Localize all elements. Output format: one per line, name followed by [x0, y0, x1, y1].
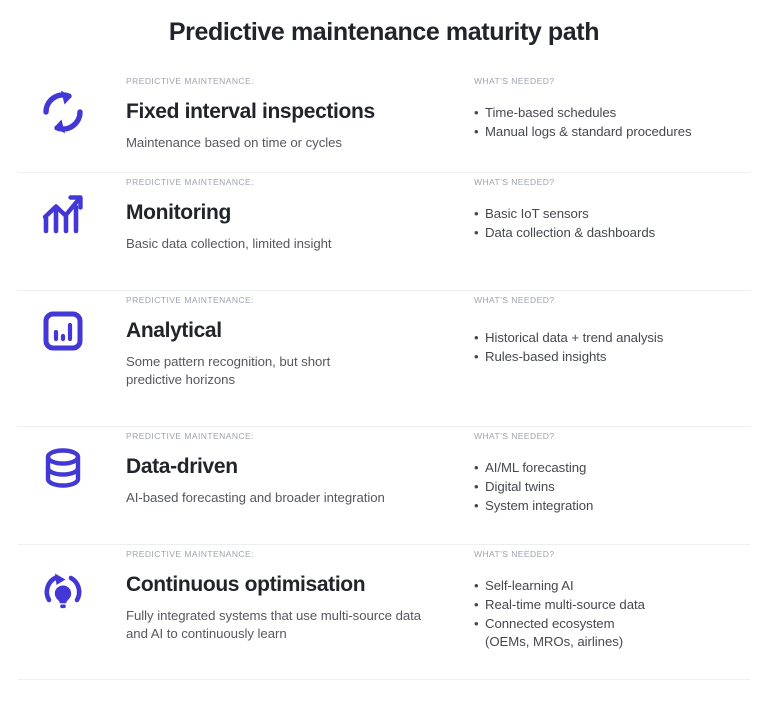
stage-row: PREDICTIVE MAINTENANCE: Fixed interval i… — [0, 72, 768, 172]
analytics-square-icon — [38, 306, 88, 356]
stage-icon-cell — [0, 173, 126, 239]
needs-item: Data collection & dashboards — [474, 224, 752, 243]
stage-needs-cell: WHAT'S NEEDED? Self-learning AI Real-tim… — [474, 545, 760, 652]
needs-list: Self-learning AI Real-time multi-source … — [474, 577, 752, 652]
needs-list: Time-based schedules Manual logs & stand… — [474, 104, 752, 141]
needs-item: Basic IoT sensors — [474, 205, 752, 224]
stage-eyebrow: PREDICTIVE MAINTENANCE: — [126, 431, 254, 441]
stage-text-cell: PREDICTIVE MAINTENANCE: Data-driven AI-b… — [126, 427, 474, 507]
row-divider — [18, 679, 750, 680]
stage-eyebrow: PREDICTIVE MAINTENANCE: — [126, 549, 254, 559]
stage-description: Maintenance based on time or cycles — [126, 135, 342, 151]
stage-description: AI-based forecasting and broader integra… — [126, 490, 385, 506]
stage-eyebrow: PREDICTIVE MAINTENANCE: — [126, 295, 254, 305]
stage-description: Some pattern recognition, but short pred… — [126, 354, 331, 388]
row-divider — [18, 290, 750, 291]
stage-needs-cell: WHAT'S NEEDED? AI/ML forecasting Digital… — [474, 427, 760, 515]
needs-header: WHAT'S NEEDED? — [474, 549, 555, 559]
stage-icon-cell — [0, 427, 126, 493]
page-title: Predictive maintenance maturity path — [168, 18, 600, 46]
stage-row: PREDICTIVE MAINTENANCE: Data-driven AI-b… — [0, 427, 768, 544]
stage-description: Basic data collection, limited insight — [126, 236, 332, 252]
stage-text-cell: PREDICTIVE MAINTENANCE: Analytical Some … — [126, 291, 474, 390]
stage-description: Fully integrated systems that use multi-… — [126, 608, 422, 642]
bar-chart-trend-icon — [37, 187, 89, 239]
stage-row: PREDICTIVE MAINTENANCE: Monitoring Basic… — [0, 173, 768, 290]
needs-item: AI/ML forecasting — [474, 459, 752, 478]
row-divider — [18, 544, 750, 545]
needs-item: Real-time multi-source data — [474, 596, 752, 615]
stage-needs-cell: WHAT'S NEEDED? Time-based schedules Manu… — [474, 72, 760, 142]
stage-row: PREDICTIVE MAINTENANCE: Continuous optim… — [0, 545, 768, 679]
needs-item: System integration — [474, 497, 752, 516]
stage-icon-cell — [0, 545, 126, 615]
needs-item: Manual logs & standard procedures — [474, 123, 752, 142]
stage-icon-cell — [0, 291, 126, 356]
needs-header: WHAT'S NEEDED? — [474, 177, 555, 187]
row-divider — [18, 172, 750, 173]
needs-item: Time-based schedules — [474, 104, 752, 123]
needs-item: Digital twins — [474, 478, 752, 497]
stage-title: Data-driven — [126, 455, 238, 479]
stage-needs-cell: WHAT'S NEEDED? Historical data + trend a… — [474, 291, 760, 367]
needs-header: WHAT'S NEEDED? — [474, 76, 555, 86]
refresh-cycle-icon — [37, 86, 89, 138]
needs-list: Historical data + trend analysis Rules-b… — [474, 329, 752, 366]
stage-text-cell: PREDICTIVE MAINTENANCE: Continuous optim… — [126, 545, 474, 644]
row-divider — [18, 426, 750, 427]
needs-header: WHAT'S NEEDED? — [474, 295, 555, 305]
stage-icon-cell — [0, 72, 126, 138]
stage-row-list: PREDICTIVE MAINTENANCE: Fixed interval i… — [0, 71, 768, 680]
stage-title: Continuous optimisation — [126, 573, 366, 597]
needs-list: Basic IoT sensors Data collection & dash… — [474, 205, 752, 242]
needs-list: AI/ML forecasting Digital twins System i… — [474, 459, 752, 515]
needs-item: Connected ecosystem — [474, 615, 752, 634]
stage-eyebrow: PREDICTIVE MAINTENANCE: — [126, 177, 254, 187]
needs-item: Historical data + trend analysis — [474, 329, 752, 348]
needs-item-continuation: (OEMs, MROs, airlines) — [485, 634, 624, 650]
needs-item: Self-learning AI — [474, 577, 752, 596]
stage-text-cell: PREDICTIVE MAINTENANCE: Fixed interval i… — [126, 72, 474, 152]
needs-header: WHAT'S NEEDED? — [474, 431, 555, 441]
stage-eyebrow: PREDICTIVE MAINTENANCE: — [126, 76, 254, 86]
stage-row: PREDICTIVE MAINTENANCE: Analytical Some … — [0, 291, 768, 426]
stage-needs-cell: WHAT'S NEEDED? Basic IoT sensors Data co… — [474, 173, 760, 243]
stage-title: Fixed interval inspections — [126, 100, 375, 124]
lightbulb-cycle-icon — [38, 565, 88, 615]
stage-title: Analytical — [126, 319, 222, 343]
database-icon — [38, 443, 88, 493]
needs-item: Rules-based insights — [474, 348, 752, 367]
stage-title: Monitoring — [126, 201, 231, 225]
stage-text-cell: PREDICTIVE MAINTENANCE: Monitoring Basic… — [126, 173, 474, 253]
